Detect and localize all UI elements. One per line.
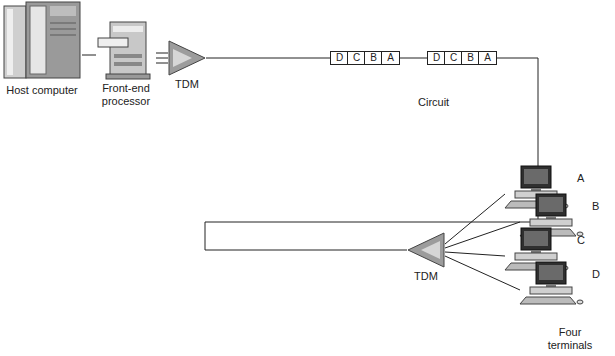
icon-part: [520, 297, 576, 304]
edge-label: Circuit: [416, 96, 451, 109]
icon-part: [530, 219, 572, 226]
icon-part: [536, 194, 566, 216]
front-end-processor: Front-end processor: [96, 22, 156, 108]
frame-slot: A: [381, 51, 400, 65]
icon-part: [577, 300, 583, 304]
node-label: Front-end processor: [96, 82, 156, 108]
node-label: B: [592, 200, 599, 213]
host-computer: Host computer: [2, 0, 82, 97]
circuit-line: [82, 55, 96, 56]
node-label: Host computer: [2, 84, 82, 97]
slot-letter: A: [479, 52, 496, 64]
slot-letter: A: [382, 52, 399, 64]
icon-part: [521, 166, 551, 188]
icon-part: [536, 262, 566, 284]
icon-part: [106, 74, 150, 79]
circuit-line: [445, 194, 505, 244]
icon-part: [114, 62, 142, 66]
slot-letter: C: [348, 52, 365, 64]
parallel-wire: [156, 63, 168, 64]
host-computer-icon: [2, 0, 82, 82]
slot-letter: B: [365, 52, 382, 64]
icon-part: [515, 253, 557, 260]
icon-part: [98, 38, 128, 47]
icon-part: [30, 6, 46, 74]
icon-part: [7, 9, 13, 75]
icon-part: [173, 49, 192, 67]
front-end-processor-icon: [96, 22, 156, 80]
multiplexer: TDM: [168, 40, 206, 91]
node-label: TDM: [168, 78, 206, 91]
icon-part: [408, 233, 444, 267]
terminal: D: [520, 262, 600, 306]
icon-part: [50, 34, 76, 36]
icon-part: [113, 26, 143, 32]
icon-part: [524, 169, 548, 184]
icon-part: [50, 22, 76, 24]
circuit-line: [205, 58, 538, 250]
terminal-icon: [520, 262, 584, 306]
frame-slot: A: [478, 51, 497, 65]
slot-letter: D: [331, 52, 348, 64]
circuit-line: [445, 256, 520, 290]
multiplexer: TDM: [407, 232, 445, 283]
multiplexer-icon: [168, 40, 206, 76]
parallel-wire: [156, 53, 168, 54]
slot-letter: B: [462, 52, 479, 64]
node-label: C: [577, 234, 585, 247]
icon-part: [110, 22, 146, 78]
multiplexer-icon: [407, 232, 445, 268]
node-label: D: [592, 268, 600, 281]
icon-part: [50, 6, 76, 16]
icon-part: [169, 41, 205, 75]
icon-part: [26, 2, 80, 78]
icon-part: [114, 54, 142, 58]
group-label: Four terminals: [540, 326, 600, 352]
slot-letter: C: [445, 52, 462, 64]
circuit-line: [156, 58, 168, 59]
icon-part: [421, 241, 440, 259]
icon-part: [521, 228, 551, 250]
node-label: A: [577, 172, 584, 185]
circuit-line: [445, 222, 520, 248]
icon-part: [524, 231, 548, 246]
icon-part: [539, 197, 563, 212]
icon-part: [50, 28, 76, 30]
icon-part: [539, 265, 563, 280]
circuit-line: [445, 252, 505, 256]
node-label: TDM: [407, 270, 445, 283]
slot-letter: D: [428, 52, 445, 64]
icon-part: [4, 6, 26, 78]
icon-part: [530, 287, 572, 294]
